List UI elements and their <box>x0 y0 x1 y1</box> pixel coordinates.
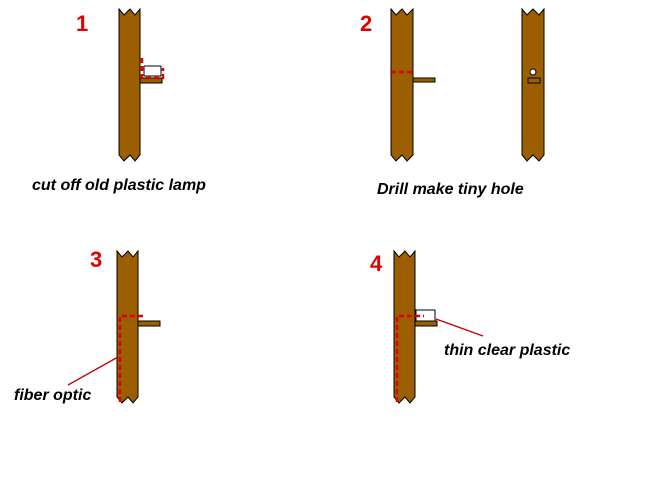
step-4-fiber-optic-path <box>395 314 424 402</box>
step-4-plastic-leader-line <box>435 318 484 337</box>
step-4-caption: thin clear plastic <box>444 342 570 359</box>
step-2-lamp-arm <box>412 77 436 83</box>
step-1-number: 1 <box>76 11 88 36</box>
step-2-wooden-post-front <box>521 7 545 162</box>
step-1-cut-line <box>140 58 165 80</box>
step-3-fiber-optic-path <box>118 314 146 402</box>
step-2-tiny-hole <box>529 68 537 76</box>
step-2: 2 Drill make tiny hole <box>360 7 545 198</box>
step-1-wooden-post <box>118 7 141 162</box>
step-1-old-plastic-lamp <box>143 65 162 77</box>
step-2-arm-end <box>527 77 541 84</box>
step-1: 1 cut off old plastic lamp <box>32 7 206 194</box>
step-3-lamp-arm <box>137 320 161 327</box>
step-4-lamp-arm <box>414 320 438 327</box>
step-2-wooden-post-side <box>390 7 414 162</box>
step-2-caption: Drill make tiny hole <box>377 181 524 198</box>
step-3: 3 fiber optic <box>14 247 161 404</box>
step-3-number: 3 <box>90 247 102 272</box>
step-4-number: 4 <box>370 251 383 276</box>
step-3-fiber-leader-line <box>67 356 119 386</box>
step-1-caption: cut off old plastic lamp <box>32 177 206 194</box>
step-2-number: 2 <box>360 11 372 36</box>
step-4: 4 thin clear plastic <box>370 249 570 404</box>
step-3-caption: fiber optic <box>14 387 91 404</box>
